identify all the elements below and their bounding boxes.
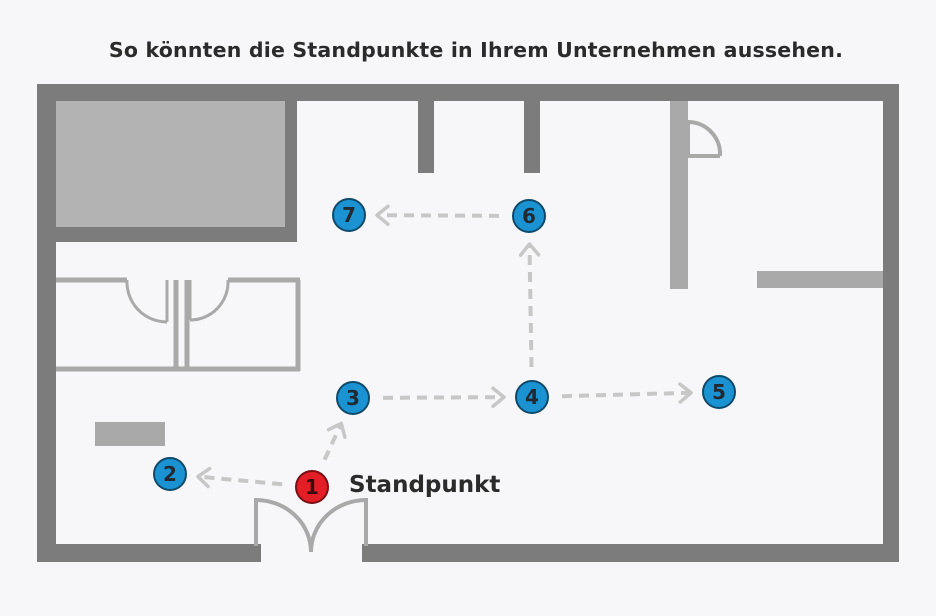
outer-walls <box>37 84 899 562</box>
door-top-right <box>686 119 723 158</box>
wall-left <box>37 84 56 562</box>
marker-circle <box>515 380 549 414</box>
route-arrow-3-4 <box>382 386 506 408</box>
marker-circle <box>332 198 366 232</box>
marker-number: 6 <box>522 204 536 228</box>
standpoint-marker-6: 6 <box>512 199 546 233</box>
partition-d <box>757 271 883 288</box>
standpunkt-label: Standpunkt <box>349 472 501 498</box>
partition-c <box>670 101 688 289</box>
route-arrow-6-7 <box>375 204 500 226</box>
wall-top <box>37 84 899 101</box>
marker-circle <box>336 381 370 415</box>
partition-b <box>524 101 540 173</box>
marker-circle <box>512 199 546 233</box>
counter-fixture <box>95 422 165 446</box>
marker-number: 3 <box>346 386 360 410</box>
route-arrow-4-5 <box>561 382 693 404</box>
routes <box>196 204 693 489</box>
standpoint-marker-5: 5 <box>702 375 736 409</box>
route-arrow-1-2 <box>196 466 283 489</box>
standpoint-marker-2: 2 <box>153 457 187 491</box>
page-title: So könnten die Standpunkte in Ihrem Unte… <box>108 38 844 62</box>
marker-circle <box>702 375 736 409</box>
standpoint-marker-1: 1 <box>295 470 329 504</box>
storage-room <box>56 101 297 242</box>
entrance-door <box>254 498 368 553</box>
marker-number: 1 <box>305 475 319 499</box>
markers: 1 2 3 4 5 6 7 <box>153 198 736 504</box>
route-arrow-4-6 <box>518 242 541 368</box>
marker-number: 7 <box>342 203 356 227</box>
route-arrow-1-3 <box>322 421 347 461</box>
standpoint-marker-4: 4 <box>515 380 549 414</box>
marker-number: 2 <box>163 462 177 486</box>
partition-a <box>418 101 434 173</box>
marker-circle <box>295 470 329 504</box>
interior-walls <box>418 101 883 289</box>
restrooms <box>56 277 301 372</box>
marker-circle <box>153 457 187 491</box>
wall-bottom-right <box>362 544 899 562</box>
standpoint-marker-3: 3 <box>336 381 370 415</box>
marker-number: 4 <box>525 385 539 409</box>
wall-right <box>883 84 899 562</box>
wall-bottom-left <box>37 544 261 562</box>
standpoint-marker-7: 7 <box>332 198 366 232</box>
marker-number: 5 <box>712 380 726 404</box>
